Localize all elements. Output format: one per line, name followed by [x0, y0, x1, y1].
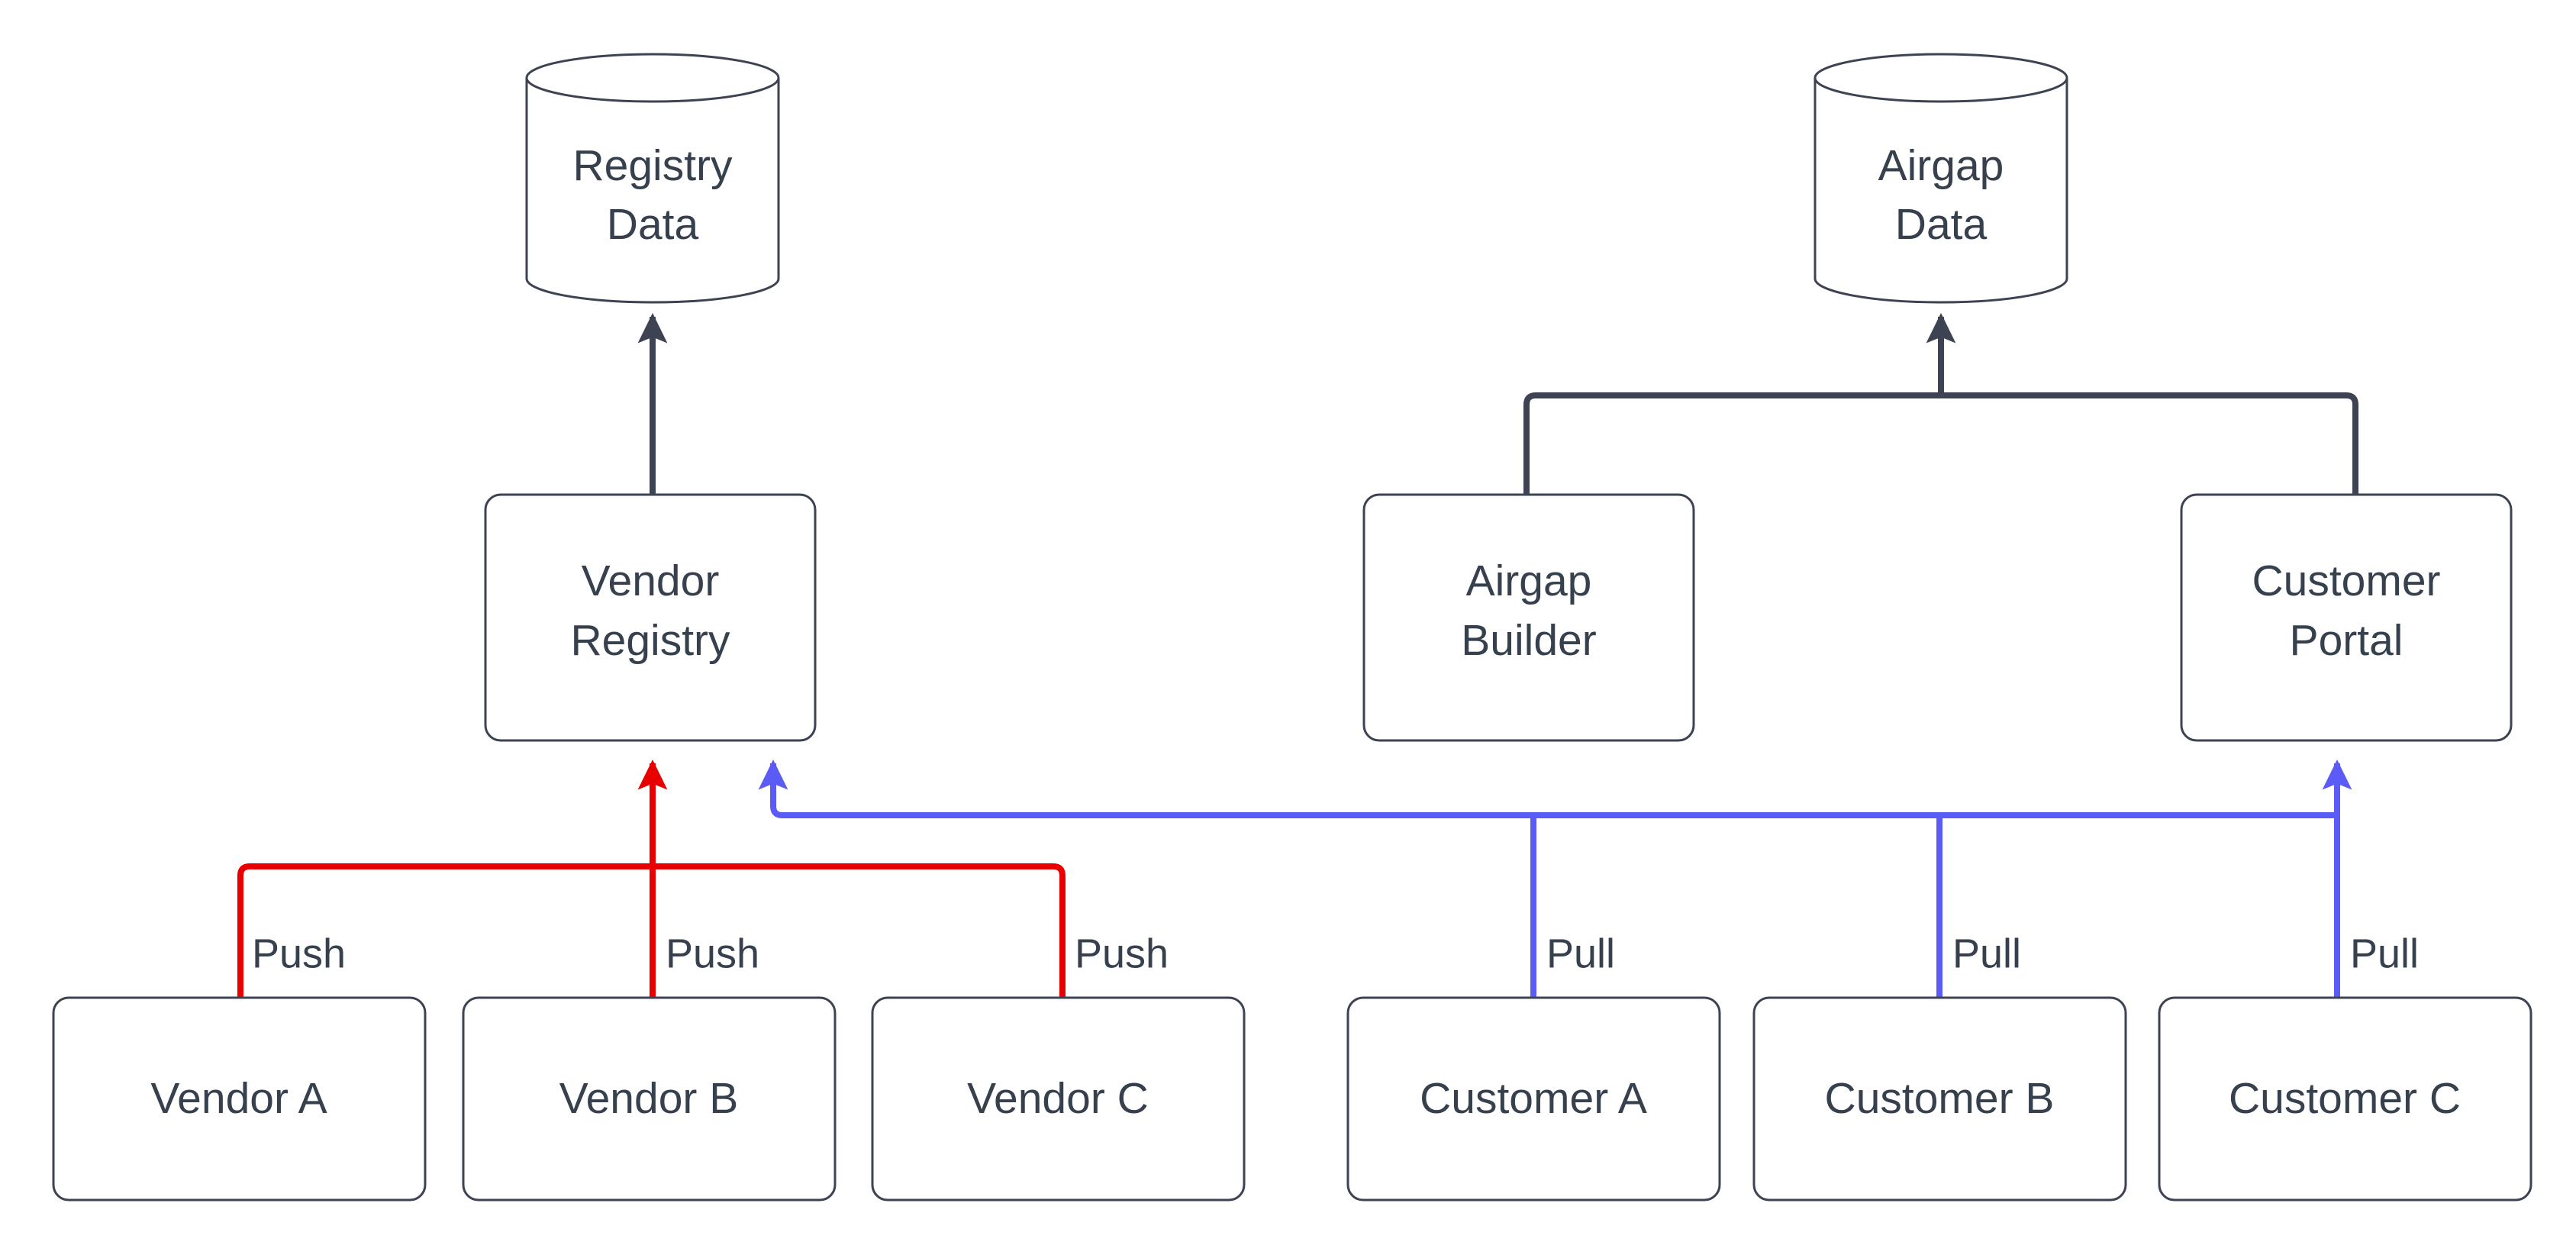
node-label-vendor-b: Vendor B [559, 1074, 739, 1123]
node-label-customer-portal-line2: Portal [2290, 616, 2404, 665]
node-vendor-b[interactable]: Vendor B [462, 996, 837, 1202]
node-vendor-registry[interactable]: Vendor Registry [484, 493, 817, 742]
node-airgap-builder[interactable]: Airgap Builder [1362, 493, 1695, 742]
node-label-vendor-registry-line2: Registry [570, 616, 730, 665]
node-label-vendor-c: Vendor C [967, 1074, 1149, 1123]
node-label-registry-data-line1: Registry [572, 141, 733, 190]
node-customer-b[interactable]: Customer B [1752, 996, 2127, 1202]
node-label-airgap-data-line1: Airgap [1878, 141, 2004, 190]
edge-label-push-vendor-b: Push [666, 931, 759, 976]
node-vendor-c[interactable]: Vendor C [871, 996, 1246, 1202]
rounded-box [1346, 996, 1721, 1202]
node-label-registry-data-line2: Data [607, 200, 699, 249]
node-label-airgap-builder-line2: Builder [1461, 616, 1596, 665]
edge-label-push-vendor-c: Push [1075, 931, 1169, 976]
node-label-vendor-a: Vendor A [150, 1074, 327, 1123]
node-label-customer-a: Customer A [1420, 1074, 1647, 1123]
node-label-customer-b: Customer B [1825, 1074, 2055, 1123]
node-label-vendor-registry-line1: Vendor [582, 556, 720, 605]
node-label-customer-c: Customer C [2229, 1074, 2461, 1123]
rounded-box [2180, 493, 2513, 742]
node-label-customer-portal-line1: Customer [2252, 556, 2440, 605]
cylinder-icon [525, 53, 780, 304]
rounded-box [1362, 493, 1695, 742]
rounded-box [871, 996, 1246, 1202]
edge-label-pull-customer-b: Pull [1952, 931, 2021, 976]
edge-airgap-bracket [1523, 392, 2358, 495]
node-customer-c[interactable]: Customer C [2158, 996, 2532, 1202]
node-registry-data[interactable]: Registry Data [525, 53, 780, 304]
node-customer-portal[interactable]: Customer Portal [2180, 493, 2513, 742]
cylinder-icon [1814, 53, 2068, 304]
edge-label-pull-customer-c: Pull [2350, 931, 2419, 976]
edge-label-push-vendor-a: Push [252, 931, 346, 976]
node-label-airgap-builder-line1: Airgap [1466, 556, 1592, 605]
rounded-box [52, 996, 427, 1202]
node-customer-a[interactable]: Customer A [1346, 996, 1721, 1202]
rounded-box [462, 996, 837, 1202]
rounded-box [1752, 996, 2127, 1202]
rounded-box [2158, 996, 2532, 1202]
node-airgap-data[interactable]: Airgap Data [1814, 53, 2068, 304]
node-vendor-a[interactable]: Vendor A [52, 996, 427, 1202]
edge-label-pull-customer-a: Pull [1546, 931, 1615, 976]
node-label-airgap-data-line2: Data [1895, 200, 1988, 249]
rounded-box [484, 493, 817, 742]
edge-pull-bus [758, 759, 2337, 818]
